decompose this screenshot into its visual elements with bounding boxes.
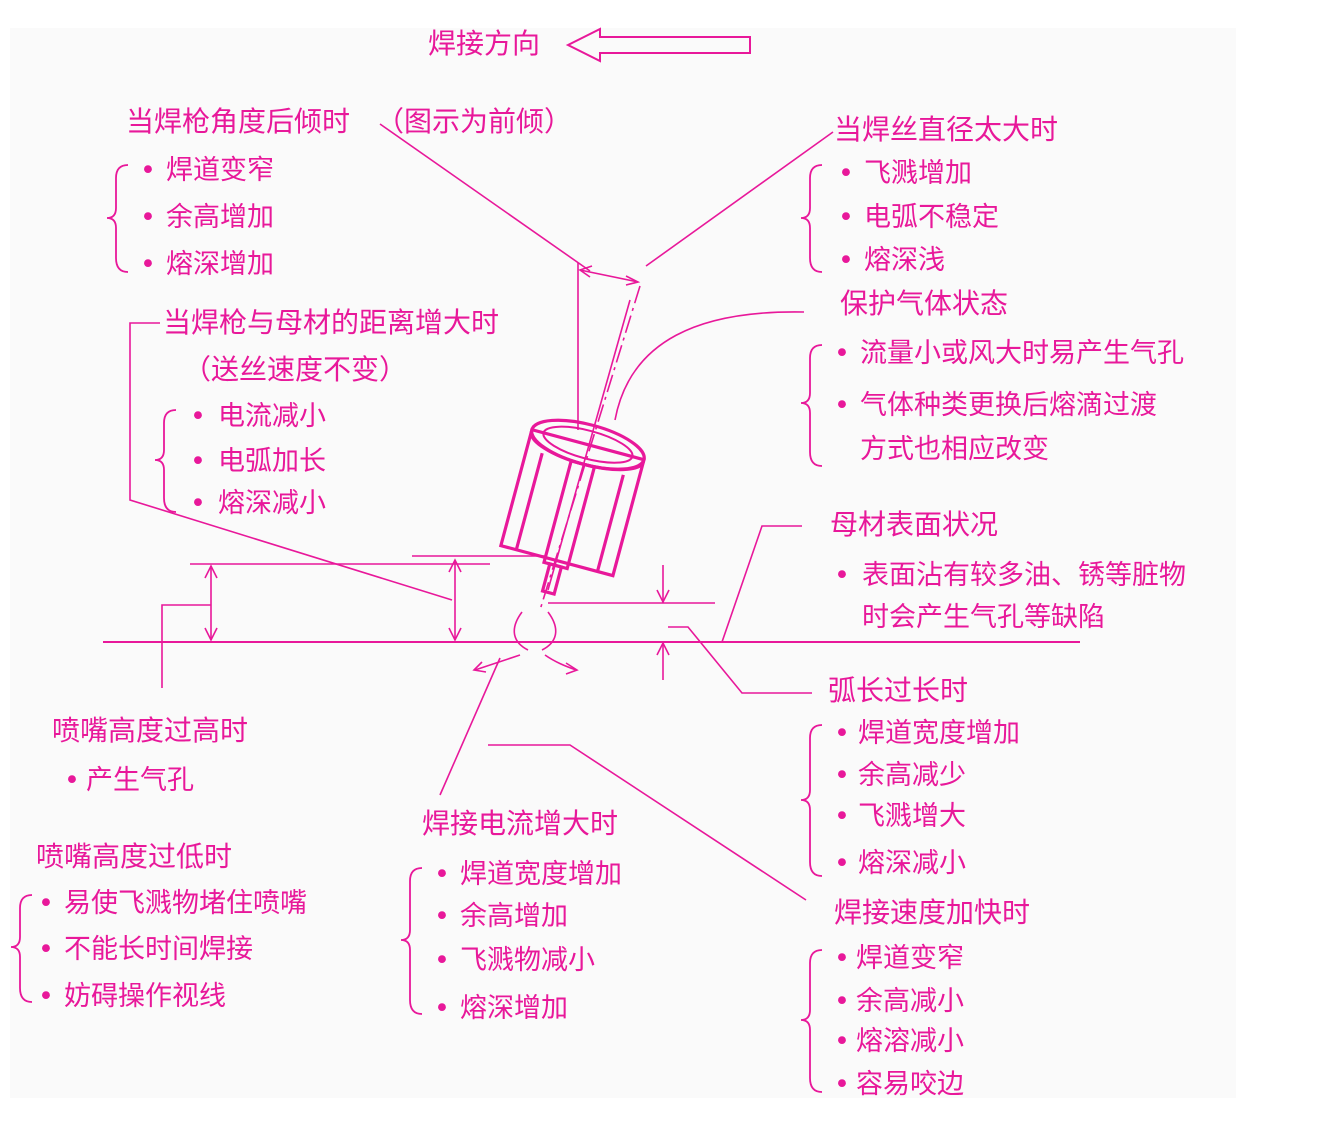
current-leader (439, 657, 501, 796)
direction-label: 焊接方向 (428, 27, 541, 60)
brace-nozzle-low (10, 894, 33, 1003)
distance-note: （送丝速度不变） (183, 353, 408, 386)
torch-nozzle (498, 418, 646, 597)
base-surface-item: 表面沾有较多油、锈等脏物 (862, 560, 1186, 591)
bullet: • (190, 401, 206, 432)
speed-item-4: 容易咬边 (856, 1069, 964, 1100)
speed-item-3: 熔溶减小 (856, 1026, 964, 1057)
torch-angle-title: 当焊枪角度后倾时 (126, 105, 351, 138)
wire-diameter-title: 当焊丝直径太大时 (834, 113, 1059, 146)
shield-gas-item-1: 流量小或风大时易产生气孔 (860, 338, 1184, 369)
wire-diameter-leader (645, 131, 834, 267)
bullet: • (838, 158, 854, 189)
shield-gas-item-2-cont: 方式也相应改变 (860, 434, 1049, 465)
bullet: • (140, 249, 156, 280)
wire-diameter-item-1: 飞溅增加 (864, 158, 972, 189)
bullet: • (834, 338, 850, 369)
base-surface-title: 母材表面状况 (830, 508, 999, 541)
brace-torch-angle (106, 164, 129, 273)
current-item-4: 熔深增加 (460, 993, 568, 1024)
torch-angle-item-2: 余高增加 (166, 202, 274, 233)
distance-title: 当焊枪与母材的距离增大时 (163, 306, 500, 339)
nozzle-high-item-1: 产生气孔 (86, 765, 194, 796)
nozzle-high-leader (161, 604, 211, 688)
brace-distance (154, 409, 177, 513)
shield-gas-item-2: 气体种类更换后熔滴过渡 (860, 390, 1157, 421)
brace-speed (800, 949, 823, 1093)
speed-item-1: 焊道变窄 (856, 943, 964, 974)
brace-arc-length (800, 724, 823, 877)
nozzle-low-item-1: 易使飞溅物堵住喷嘴 (64, 888, 307, 919)
current-item-1: 焊道宽度增加 (460, 859, 622, 890)
brace-current (400, 867, 423, 1015)
nozzle-low-item-3: 妨碍操作视线 (64, 981, 226, 1012)
bullet: • (834, 986, 850, 1017)
base-surface-leader (721, 525, 802, 643)
nozzle-high-title: 喷嘴高度过高时 (52, 714, 249, 747)
bullet: • (838, 245, 854, 276)
current-item-3: 飞溅物减小 (460, 945, 595, 976)
arc-mark-left (513, 611, 529, 651)
nozzle-low-item-2: 不能长时间焊接 (64, 934, 253, 965)
base-surface-item-cont: 时会产生气孔等缺陷 (862, 602, 1105, 633)
distance-item-3: 熔深减小 (218, 488, 326, 519)
bullet: • (38, 888, 54, 919)
bullet: • (140, 202, 156, 233)
bullet: • (834, 943, 850, 974)
wire-axis-line (539, 285, 641, 611)
torch-angle-item-3: 熔深增加 (166, 249, 274, 280)
bullet: • (190, 446, 206, 477)
current-title: 焊接电流增大时 (422, 807, 619, 840)
bullet: • (834, 718, 850, 749)
arc-length-item-4: 熔深减小 (858, 848, 966, 879)
bullet: • (834, 760, 850, 791)
speed-title: 焊接速度加快时 (834, 896, 1031, 929)
distance-leader (129, 322, 453, 601)
current-item-2: 余高增加 (460, 901, 568, 932)
bullet: • (834, 801, 850, 832)
bullet: • (434, 993, 450, 1024)
bullet: • (64, 765, 80, 796)
arc-length-title: 弧长过长时 (828, 674, 969, 707)
brace-wire-diameter (800, 164, 823, 273)
wire-diameter-item-2: 电弧不稳定 (864, 202, 999, 233)
bullet: • (838, 202, 854, 233)
arc-length-item-1: 焊道宽度增加 (858, 718, 1020, 749)
wire-diameter-item-3: 熔深浅 (864, 245, 945, 276)
arc-mark-right (541, 611, 557, 651)
bullet: • (834, 1069, 850, 1100)
shield-gas-title: 保护气体状态 (840, 287, 1009, 320)
bullet: • (834, 1026, 850, 1057)
speed-item-2: 余高减小 (856, 986, 964, 1017)
bullet: • (434, 901, 450, 932)
bullet: • (434, 859, 450, 890)
bullet: • (434, 945, 450, 976)
bullet: • (38, 981, 54, 1012)
arc-length-item-3: 飞溅增大 (858, 801, 966, 832)
arc-length-item-2: 余高减少 (858, 760, 966, 791)
torch-angle-leader (379, 123, 591, 272)
brace-shield-gas (800, 344, 823, 467)
speed-leader (488, 744, 807, 901)
distance-item-1: 电流减小 (218, 401, 326, 432)
torch-angle-note: （图示为前倾） (376, 105, 573, 138)
bullet: • (38, 934, 54, 965)
direction-arrow-icon (565, 27, 751, 63)
nozzle-low-title: 喷嘴高度过低时 (36, 840, 233, 873)
shield-gas-leader (614, 311, 805, 421)
bullet: • (190, 488, 206, 519)
distance-item-2: 电弧加长 (218, 446, 326, 477)
arc-length-leader (668, 626, 812, 694)
angle-dim (579, 269, 639, 283)
bullet: • (834, 390, 850, 421)
torch-angle-item-1: 焊道变窄 (166, 155, 274, 186)
diagram-panel (10, 28, 1236, 1098)
bullet: • (140, 155, 156, 186)
spatter-right-arrow (544, 654, 577, 671)
bullet: • (834, 560, 850, 591)
bullet: • (834, 848, 850, 879)
